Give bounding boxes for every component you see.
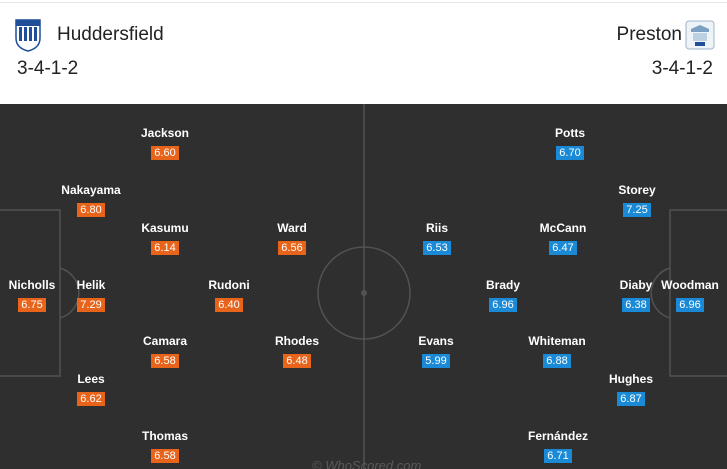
- player-name: Helik: [76, 278, 106, 292]
- away-player-card[interactable]: Fernández 6.71: [503, 429, 613, 464]
- player-name: Camara: [142, 334, 188, 348]
- player-rating-badge: 6.58: [151, 449, 179, 463]
- player-rating-badge: 6.70: [556, 146, 584, 160]
- home-formation: 3-4-1-2: [17, 58, 79, 79]
- player-rating-badge: 6.62: [77, 392, 105, 406]
- player-rating-badge: 6.47: [549, 241, 577, 255]
- player-name: Whiteman: [528, 334, 586, 348]
- player-name: Kasumu: [141, 221, 189, 235]
- player-name: Hughes: [608, 372, 653, 386]
- home-team-name[interactable]: Huddersfield: [57, 24, 164, 45]
- player-rating-badge: 7.29: [77, 298, 105, 312]
- player-rating-badge: 7.25: [623, 203, 651, 217]
- away-player-card[interactable]: Brady 6.96: [448, 278, 558, 313]
- player-rating-badge: 6.88: [543, 354, 571, 368]
- player-rating-badge: 6.96: [489, 298, 517, 312]
- away-player-card[interactable]: Whiteman 6.88: [502, 334, 612, 369]
- home-player-card[interactable]: Ward 6.56: [237, 221, 347, 256]
- home-player-card[interactable]: Rhodes 6.48: [242, 334, 352, 369]
- player-rating-badge: 6.56: [278, 241, 306, 255]
- player-rating-badge: 6.71: [544, 449, 572, 463]
- home-player-card[interactable]: Thomas 6.58: [110, 429, 220, 464]
- player-rating-badge: 5.99: [422, 354, 450, 368]
- player-rating-badge: 6.60: [151, 146, 179, 160]
- player-name: Rudoni: [208, 278, 250, 292]
- player-name: Rhodes: [274, 334, 319, 348]
- player-name: Potts: [555, 126, 585, 140]
- player-rating-badge: 6.80: [77, 203, 105, 217]
- player-rating-badge: 6.87: [617, 392, 645, 406]
- player-name: Woodman: [661, 278, 719, 292]
- player-name: Nicholls: [8, 278, 56, 292]
- player-name: Ward: [277, 221, 307, 235]
- player-rating-badge: 6.14: [151, 241, 179, 255]
- away-team-name[interactable]: Preston: [616, 24, 682, 45]
- pitch: Nicholls 6.75 Helik 7.29 Nakayama 6.80 L…: [0, 104, 727, 469]
- player-name: Nakayama: [61, 183, 121, 197]
- player-name: Lees: [77, 372, 105, 386]
- away-formation: 3-4-1-2: [651, 58, 713, 79]
- home-player-card[interactable]: Nicholls 6.75: [0, 278, 87, 313]
- pitch-markings: [0, 104, 727, 469]
- away-player-card[interactable]: Riis 6.53: [382, 221, 492, 256]
- player-name: Fernández: [527, 429, 588, 443]
- away-player-card[interactable]: Storey 7.25: [582, 183, 692, 218]
- away-player-card[interactable]: Hughes 6.87: [576, 372, 686, 407]
- player-name: Riis: [425, 221, 448, 235]
- away-player-card[interactable]: McCann 6.47: [508, 221, 618, 256]
- player-rating-badge: 6.38: [622, 298, 650, 312]
- player-name: Thomas: [141, 429, 188, 443]
- player-rating-badge: 6.75: [18, 298, 46, 312]
- away-player-card[interactable]: Woodman 6.96: [635, 278, 727, 313]
- player-rating-badge: 6.58: [151, 354, 179, 368]
- player-rating-badge: 6.48: [283, 354, 311, 368]
- player-name: Diaby: [619, 278, 653, 292]
- preston-crest-icon: [685, 20, 715, 50]
- player-name: McCann: [539, 221, 587, 235]
- home-player-card[interactable]: Camara 6.58: [110, 334, 220, 369]
- player-rating-badge: 6.96: [676, 298, 704, 312]
- player-rating-badge: 6.40: [215, 298, 243, 312]
- away-player-card[interactable]: Diaby 6.38: [581, 278, 691, 313]
- player-name: Storey: [618, 183, 656, 197]
- away-player-card[interactable]: Potts 6.70: [515, 126, 625, 161]
- home-player-card[interactable]: Jackson 6.60: [110, 126, 220, 161]
- player-name: Brady: [485, 278, 520, 292]
- home-player-card[interactable]: Lees 6.62: [36, 372, 146, 407]
- home-player-card[interactable]: Helik 7.29: [36, 278, 146, 313]
- away-player-card[interactable]: Evans 5.99: [381, 334, 491, 369]
- header-divider: [0, 2, 727, 3]
- player-name: Evans: [418, 334, 454, 348]
- watermark: © WhoScored.com: [312, 458, 422, 469]
- player-name: Jackson: [140, 126, 190, 140]
- home-player-card[interactable]: Nakayama 6.80: [36, 183, 146, 218]
- player-rating-badge: 6.53: [423, 241, 451, 255]
- home-player-card[interactable]: Kasumu 6.14: [110, 221, 220, 256]
- huddersfield-crest-icon: [15, 19, 41, 52]
- match-header: Huddersfield 3-4-1-2 Preston 3-4-1-2: [0, 0, 727, 104]
- home-player-card[interactable]: Rudoni 6.40: [174, 278, 284, 313]
